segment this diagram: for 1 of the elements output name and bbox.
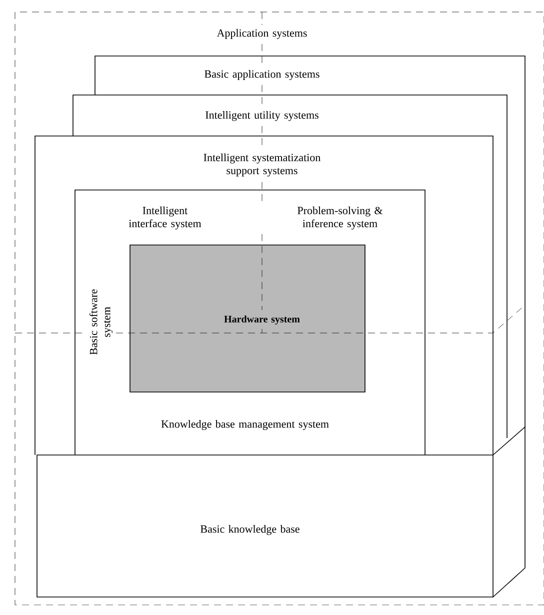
hardware-box: Hardware system [130, 244, 366, 392]
